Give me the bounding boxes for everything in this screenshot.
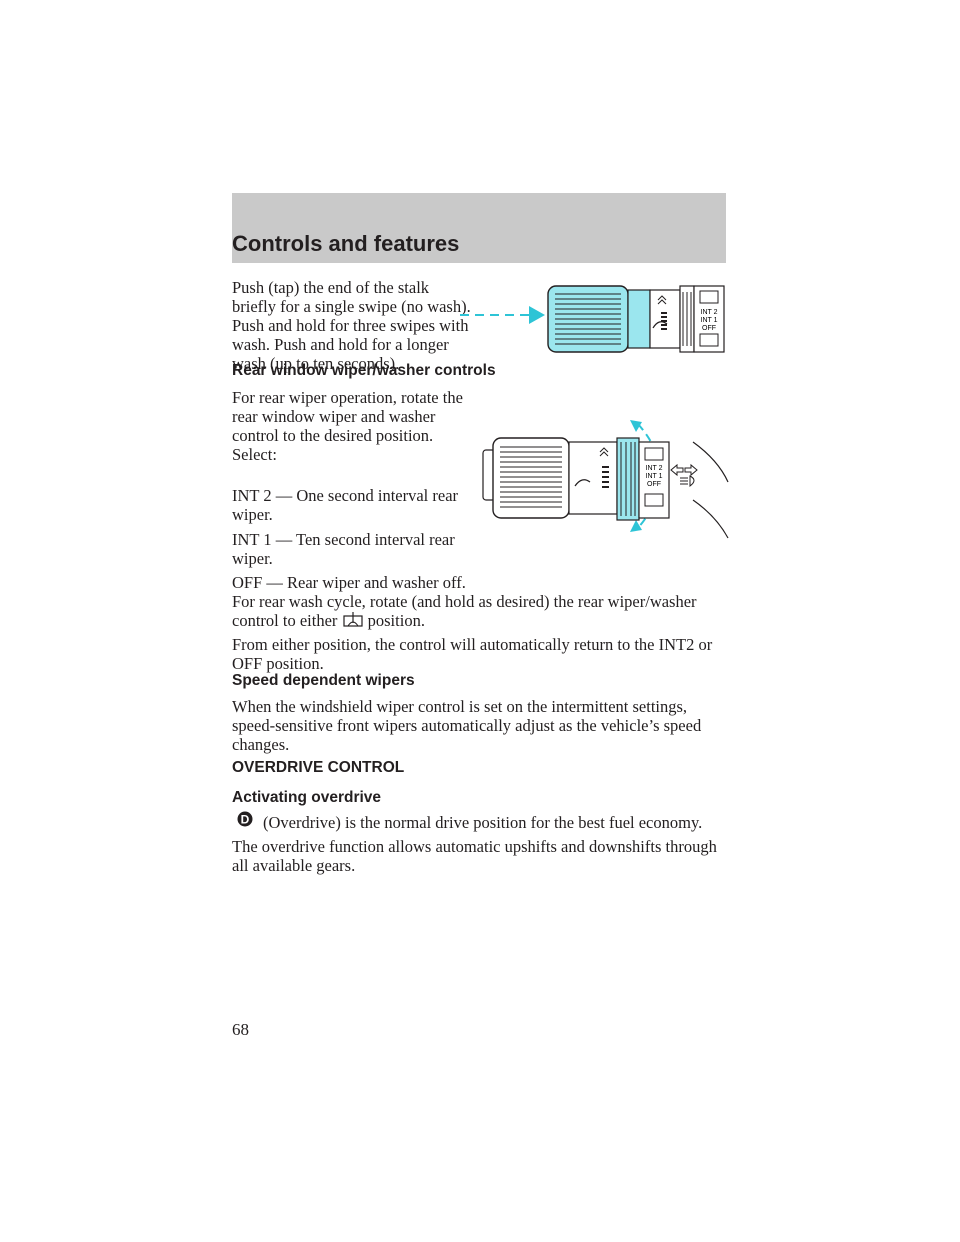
- speed-dependent-paragraph: When the windshield wiper control is set…: [232, 697, 702, 754]
- activating-overdrive-heading: Activating overdrive: [232, 789, 382, 806]
- overdrive-description: (Overdrive) is the normal drive position…: [263, 813, 703, 832]
- header-band: Controls and features: [232, 193, 726, 263]
- overdrive-heading: OVERDRIVE CONTROL: [232, 759, 405, 776]
- rear-wiper-int1-item: INT 1 — Ten second interval rear wiper.: [232, 530, 455, 568]
- fig1-label-int2: INT 2: [701, 309, 718, 316]
- speed-dependent-heading: Speed dependent wipers: [232, 672, 415, 689]
- page-title: Controls and features: [232, 231, 460, 256]
- rear-wash-text-after: position.: [367, 611, 425, 630]
- overdrive-d-icon: D: [237, 810, 253, 833]
- stalk-push-paragraph: Push (tap) the end of the stalk briefly …: [232, 278, 471, 373]
- auto-return-paragraph: From either position, the control will a…: [232, 635, 713, 673]
- fig1-label-off: OFF: [702, 325, 716, 332]
- fig2-label-off: OFF: [647, 481, 661, 488]
- page-number: 68: [232, 1020, 249, 1039]
- rear-wiper-int2-item: INT 2 — One second interval rear wiper.: [232, 486, 459, 524]
- rear-wiper-heading: Rear window wiper/washer controls: [232, 362, 496, 379]
- rear-wash-paragraph: For rear wash cycle, rotate (and hold as…: [232, 592, 732, 633]
- rear-wash-text-before: For rear wash cycle, rotate (and hold as…: [232, 592, 697, 630]
- fig1-label-int1: INT 1: [701, 317, 718, 324]
- rear-wiper-off-item: OFF — Rear wiper and washer off.: [232, 573, 466, 592]
- rear-wiper-intro: For rear wiper operation, rotate the rea…: [232, 388, 463, 464]
- fig2-label-int1: INT 1: [646, 473, 663, 480]
- wiper-stalk-push-figure: INT 2 INT 1 OFF: [460, 285, 725, 353]
- svg-text:D: D: [241, 813, 250, 827]
- fig2-label-int2: INT 2: [646, 465, 663, 472]
- overdrive-function-paragraph: The overdrive function allows automatic …: [232, 837, 717, 875]
- rear-wiper-rotate-figure: INT 2 INT 1 OFF: [482, 420, 729, 539]
- rear-washer-icon: [342, 611, 364, 633]
